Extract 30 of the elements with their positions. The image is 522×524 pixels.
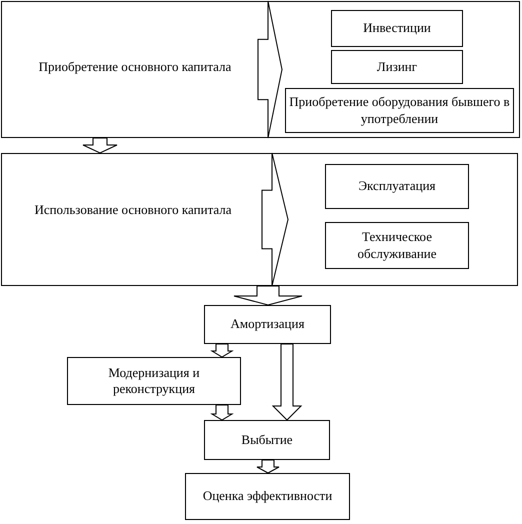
node-label: Приобретение оборудования бывшего в употреблении bbox=[288, 94, 511, 127]
process-box bbox=[331, 50, 463, 84]
process-box bbox=[185, 473, 350, 520]
block-arrow bbox=[272, 344, 302, 421]
node-label: Приобретение основного капитала bbox=[38, 59, 232, 76]
process-box bbox=[325, 164, 469, 209]
process-box bbox=[331, 10, 463, 47]
node-label: Модернизация и реконструкция bbox=[107, 364, 201, 398]
group-box bbox=[1, 153, 518, 286]
group-box bbox=[1, 1, 520, 138]
process-box bbox=[204, 420, 330, 460]
node-label: Использование основного капитала bbox=[33, 202, 233, 218]
node-label: Инвестиции bbox=[363, 20, 431, 37]
chevron-arrow bbox=[258, 0, 283, 138]
node-label: Лизинг bbox=[376, 58, 418, 76]
process-box bbox=[325, 222, 469, 269]
block-arrow bbox=[234, 286, 302, 306]
node-label: Эксплуатация bbox=[358, 178, 436, 195]
block-arrow bbox=[210, 344, 234, 358]
node-label: Амортизация bbox=[230, 316, 304, 333]
chevron-arrow bbox=[262, 152, 289, 286]
process-box bbox=[285, 88, 514, 133]
node-label: Выбытие bbox=[241, 432, 293, 448]
node-label: Оценка эффективности bbox=[202, 488, 332, 505]
node-label: Техническое обслуживание bbox=[356, 229, 438, 262]
process-box bbox=[204, 305, 331, 344]
process-box bbox=[67, 357, 241, 405]
block-arrow bbox=[256, 460, 280, 474]
block-arrow bbox=[82, 138, 118, 154]
block-arrow bbox=[210, 404, 234, 421]
